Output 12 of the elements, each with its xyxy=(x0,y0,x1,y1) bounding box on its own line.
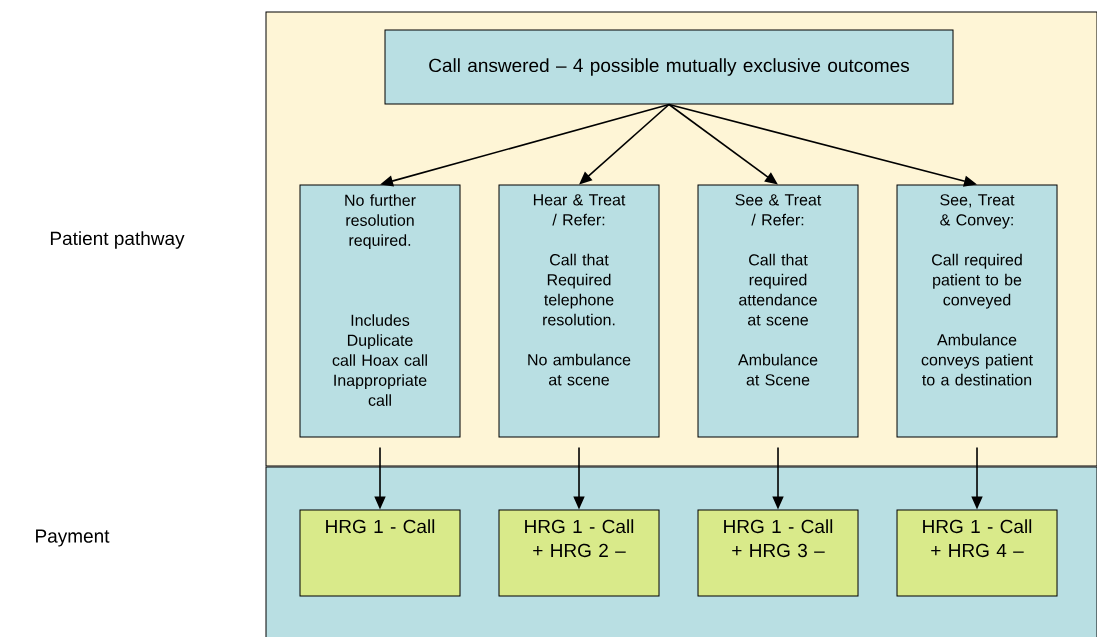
arrow xyxy=(668,103,778,185)
payment-box: HRG 1 - Call + HRG 2 – xyxy=(498,509,660,597)
section-label: Patient pathway xyxy=(50,231,185,249)
payment-box: HRG 1 - Call + HRG 3 – xyxy=(697,509,859,597)
section-label: Payment xyxy=(36,529,110,547)
outcome-box: See, Treat & Convey: Call required patient to be conveyed Ambulance conveys patient to a destination xyxy=(896,184,1058,438)
outcome-box: Hear & Treat / Refer: Call that Required telephone resolution. No ambulance at scene xyxy=(498,184,660,438)
payment-box: HRG 1 - Call xyxy=(299,509,461,597)
outcome-header-box: Call answered – 4 possible mutually exclusive outcomes xyxy=(384,29,954,105)
payment-box: HRG 1 - Call + HRG 4 – xyxy=(896,509,1058,597)
outcome-box: See & Treat / Refer: Call that required attendance at scene Ambulance at Scene xyxy=(697,184,859,438)
outcome-box: No further resolution required. Includes Duplicate call Hoax call Inappropriate call xyxy=(299,184,461,438)
